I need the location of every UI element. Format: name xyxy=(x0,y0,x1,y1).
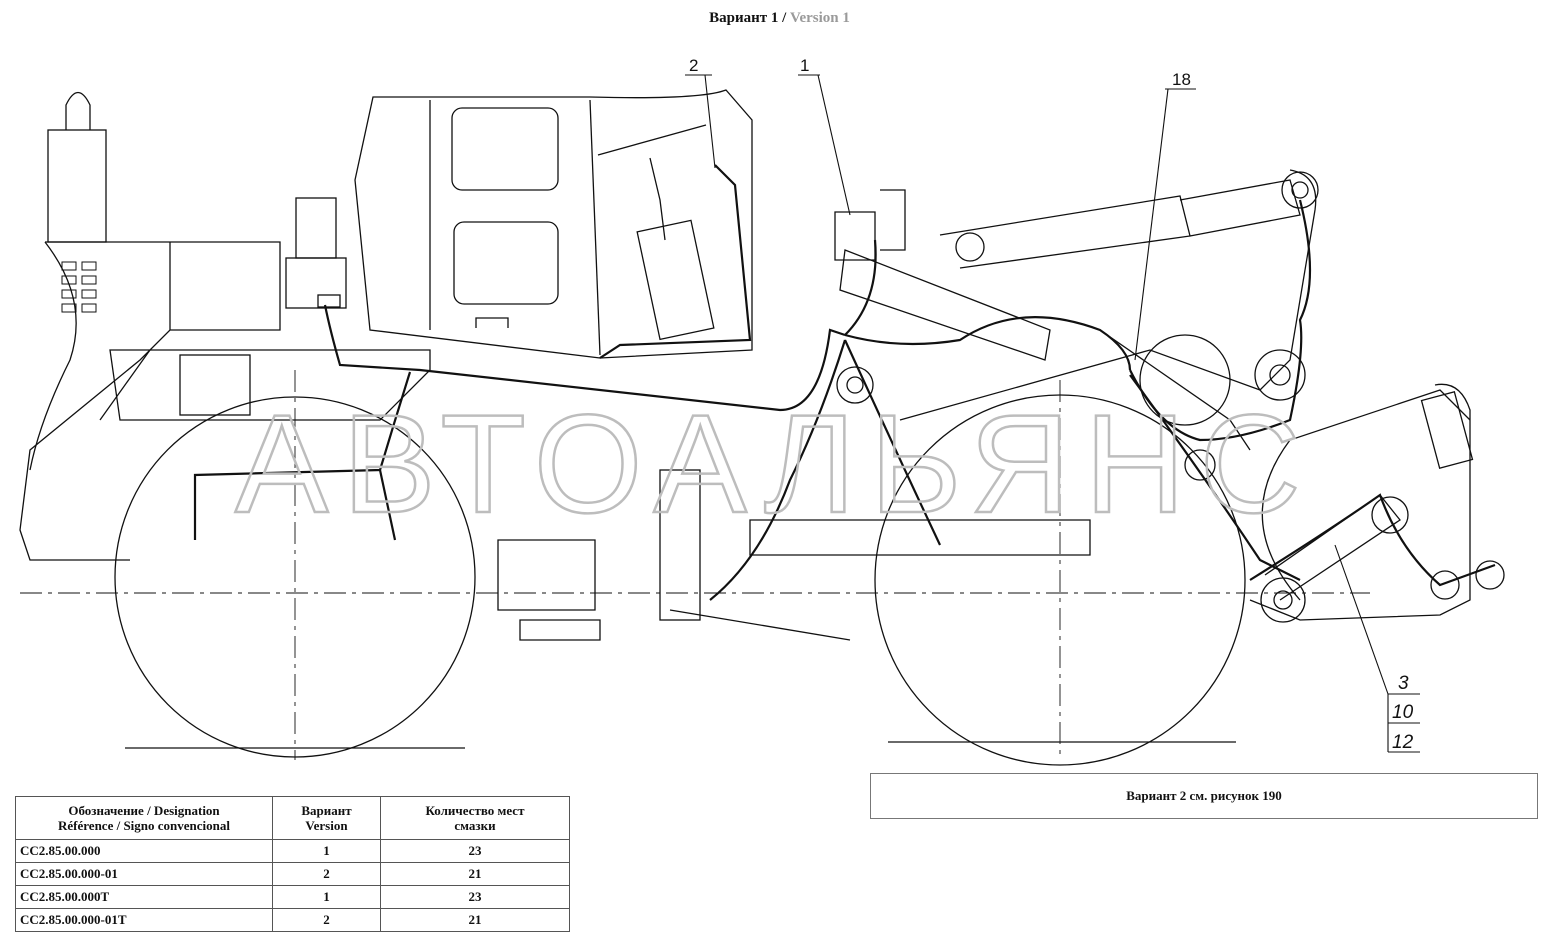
header-count: Количество мест смазки xyxy=(380,796,570,840)
cell-count: 23 xyxy=(380,885,570,909)
cell-designation: CC2.85.00.000T xyxy=(15,885,273,909)
cell-variant: 2 xyxy=(272,862,381,886)
cell-variant: 1 xyxy=(272,885,381,909)
watermark-text: АВТОАЛЬЯНС xyxy=(235,385,1315,542)
callout-1: 1 xyxy=(800,56,809,75)
boom-cylinder xyxy=(939,195,1191,269)
bucket xyxy=(1261,389,1471,601)
cell-count: 21 xyxy=(380,908,570,932)
variant-note: Вариант 2 см. рисунок 190 xyxy=(870,773,1538,819)
cell-designation: CC2.85.00.000 xyxy=(15,839,273,863)
title-version: Version 1 xyxy=(790,10,850,26)
diagram-title: Вариант 1 / Version 1 xyxy=(0,10,1559,27)
table-row: CC2.85.00.000 1 23 xyxy=(15,839,570,863)
cell-variant: 2 xyxy=(272,908,381,932)
variant-note-text: Вариант 2 см. рисунок 190 xyxy=(1126,788,1282,803)
cell-designation: CC2.85.00.000-01 xyxy=(15,862,273,886)
table-row: CC2.85.00.000-01 2 21 xyxy=(15,862,570,886)
cell-designation: CC2.85.00.000-01T xyxy=(15,908,273,932)
cell-count: 23 xyxy=(380,839,570,863)
table-row: CC2.85.00.000T 1 23 xyxy=(15,885,570,909)
cell-variant: 1 xyxy=(272,839,381,863)
header-designation: Обозначение / Designation Référence / Si… xyxy=(15,796,273,840)
hose-rear-axle xyxy=(193,371,412,540)
table-header-row: Обозначение / Designation Référence / Si… xyxy=(15,796,570,840)
title-separator: / xyxy=(778,10,791,26)
cab-outline xyxy=(354,89,753,359)
title-main: Вариант 1 xyxy=(709,10,779,26)
callout-18: 18 xyxy=(1172,70,1191,89)
cell-count: 21 xyxy=(380,862,570,886)
hose-main xyxy=(323,304,846,412)
callout-2: 2 xyxy=(689,56,698,75)
header-variant: Вариант Version xyxy=(272,796,381,840)
callout-12: 12 xyxy=(1392,732,1414,753)
callout-10: 10 xyxy=(1392,702,1414,723)
callout-3: 3 xyxy=(1398,673,1409,694)
table-row: CC2.85.00.000-01T 2 21 xyxy=(15,908,570,932)
designation-table: Обозначение / Designation Référence / Si… xyxy=(15,796,570,932)
